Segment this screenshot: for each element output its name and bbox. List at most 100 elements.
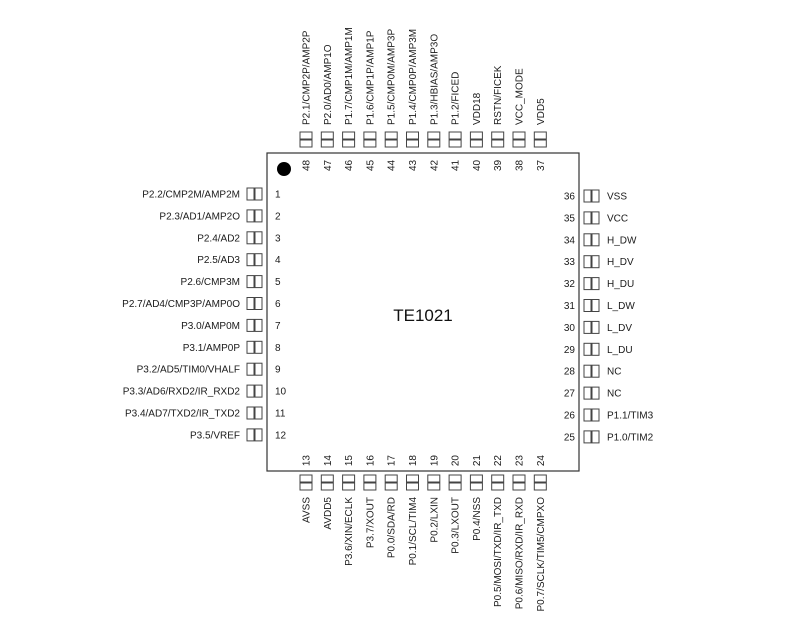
pin-29-number: 29 [564,345,576,356]
pin-15-number: 15 [344,455,355,467]
pin-16-pad-outer [363,482,377,491]
pin-37-pad-outer [533,131,547,140]
pin-17-number: 17 [387,455,398,467]
pin-42-pad-outer [427,131,441,140]
left-pin-group: 1P2.2/CMP2M/AMP2M2P2.3/AD1/AMP2O3P2.4/AD… [122,187,287,442]
pin-5-label: P2.6/CMP3M [181,277,240,288]
pin-36-number: 36 [564,192,576,203]
pin-3-pad-inner [254,231,263,245]
pin-12-number: 12 [275,430,287,441]
pin-35-label: VCC [607,213,628,224]
pin-30-number: 30 [564,323,576,334]
pin-26-pad-outer [591,408,600,422]
pin-27-pad-inner [583,386,592,400]
pin-8-label: P3.1/AMP0P [183,343,241,354]
pin-31-pad-outer [591,299,600,312]
pin1-indicator-dot [277,162,291,176]
pin-29-pad-inner [583,342,592,356]
pin-26-label: P1.1/TIM3 [607,411,654,422]
pin-38-label: VCC_MODE [515,68,526,125]
pin-45-label: P1.6/CMP1P/AMP1P [365,30,376,125]
pin-27-pad-outer [591,386,600,400]
pin-29-label: L_DU [607,345,633,356]
pin-10-number: 10 [275,387,287,398]
pin-1-number: 1 [275,190,281,201]
pin-31-pad-inner [583,299,592,312]
pin-22-label: P0.5/MOSI/TXD/IR_TXD [493,497,504,607]
pin-34-pad-inner [583,233,592,247]
pin-11-label: P3.4/AD7/TXD2/IR_TXD2 [125,409,240,420]
pin-2-number: 2 [275,211,281,222]
chip-part-number: TE1021 [393,306,453,325]
pin-25-number: 25 [564,432,576,443]
pin-40-pad-inner [469,139,483,148]
pin-6-number: 6 [275,299,281,310]
pin-1-pad-outer [246,187,255,201]
pin-21-pad-outer [469,482,483,491]
pin-35-pad-inner [583,211,592,225]
pin-1-label: P2.2/CMP2M/AMP2M [142,190,240,201]
pin-15-pad-inner [342,474,356,483]
pin-18-pad-inner [406,474,419,483]
pin-41-pad-outer [448,131,462,140]
pin-48-pad-inner [299,139,313,148]
pin-21-number: 21 [472,455,483,467]
pin-41-number: 41 [451,159,462,171]
pin-10-pad-outer [246,384,255,398]
pin-24-pad-outer [533,482,547,491]
pin-33-pad-outer [591,255,600,269]
pin-44-label: P1.5/CMP0M/AMP3P [387,29,398,125]
pin-8-pad-outer [246,340,255,354]
pin-47-pad-inner [320,139,334,148]
pin-44-number: 44 [387,159,398,171]
pin-23-number: 23 [515,455,526,467]
pin-13-number: 13 [302,455,313,467]
pin-36-pad-outer [591,189,600,203]
pin-45-pad-outer [363,131,377,140]
pin-37-label: VDD5 [536,98,547,125]
pin-44-pad-inner [384,139,398,148]
pin-23-pad-outer [512,482,526,491]
pin-36-label: VSS [607,192,627,203]
pin-4-number: 4 [275,255,281,266]
pin-34-pad-outer [591,233,600,247]
pin-17-pad-outer [384,482,398,491]
pin-14-number: 14 [323,455,334,467]
pin-9-number: 9 [275,365,281,376]
pin-25-label: P1.0/TIM2 [607,432,654,443]
pin-31-number: 31 [564,301,576,312]
pin-32-label: H_DU [607,279,634,290]
pin-9-pad-outer [246,362,255,376]
pin-3-pad-outer [246,231,255,245]
pin-47-number: 47 [323,159,334,171]
pin-43-label: P1.4/CMP0P/AMP3M [408,29,419,125]
pin-7-pad-inner [254,318,263,332]
pin-2-pad-outer [246,209,255,223]
pin-5-pad-outer [246,275,255,289]
pin-32-pad-inner [583,277,592,291]
pin-20-pad-inner [448,474,462,483]
pin-11-pad-outer [246,406,255,420]
pin-20-label: P0.3/LXOUT [451,497,462,554]
pin-5-number: 5 [275,277,281,288]
pin-41-pad-inner [448,139,462,148]
pin-35-number: 35 [564,213,576,224]
pin-39-label: RSTN/FICEK [493,65,504,125]
pin-46-pad-outer [342,131,356,140]
pin-15-pad-outer [342,482,356,491]
pin-33-label: H_DV [607,257,634,268]
pin-19-pad-inner [427,474,441,483]
pin-46-number: 46 [344,159,355,171]
pin-41-label: P1.2/FICED [451,72,462,125]
pin-38-pad-outer [512,131,526,140]
pin-42-pad-inner [427,139,441,148]
pin-14-pad-outer [320,482,334,491]
pin-32-pad-outer [591,277,600,291]
pin-28-label: NC [607,367,621,378]
pin-26-number: 26 [564,411,576,422]
pin-27-number: 27 [564,389,576,400]
pin-9-label: P3.2/AD5/TIM0/VHALF [137,365,240,376]
